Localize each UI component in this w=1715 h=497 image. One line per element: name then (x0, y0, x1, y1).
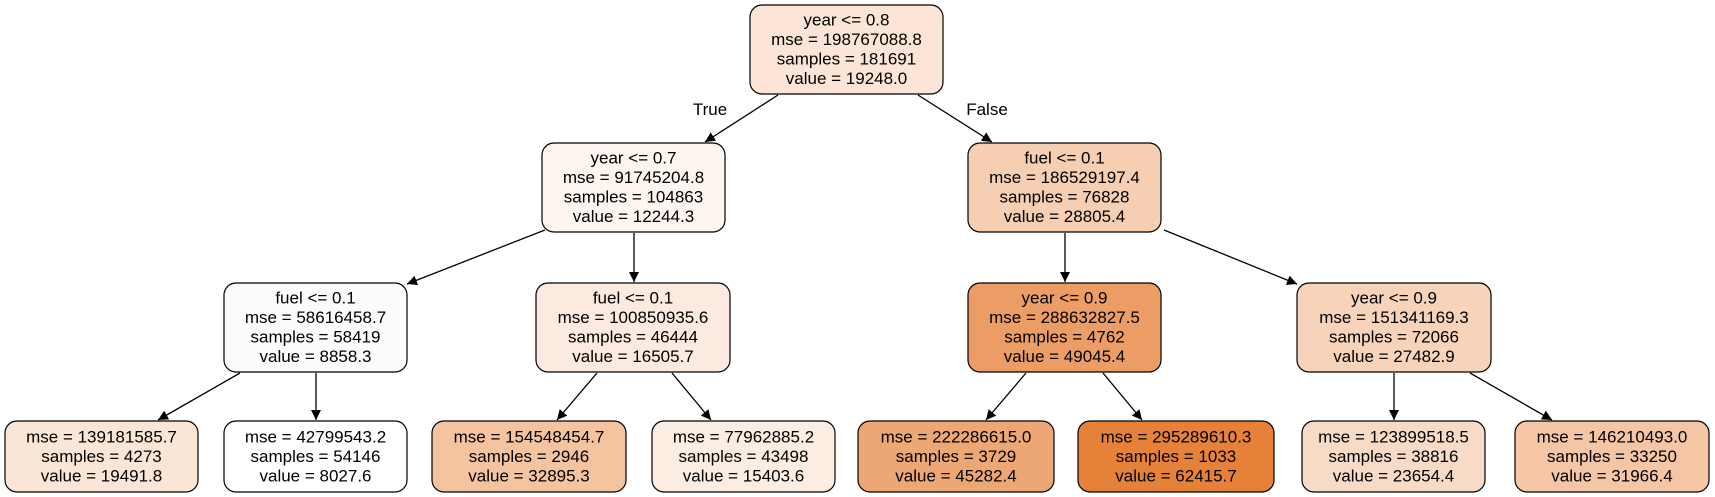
node-line: value = 27482.9 (1333, 347, 1454, 366)
node-line: value = 12244.3 (573, 207, 694, 226)
edge-n0-n1 (704, 94, 779, 143)
node-line: value = 49045.4 (1004, 347, 1125, 366)
node-line: value = 19491.8 (41, 466, 162, 485)
node-line: samples = 43498 (679, 447, 809, 466)
node-box (223, 282, 408, 373)
node-line: mse = 123899518.5 (1318, 427, 1469, 446)
node-line: mse = 295289610.3 (1101, 427, 1252, 446)
node-line: value = 62415.7 (1115, 466, 1236, 485)
node-line: value = 31966.4 (1551, 466, 1672, 485)
node-line: samples = 181691 (777, 50, 916, 69)
node-line: samples = 54146 (251, 447, 381, 466)
node-line: mse = 42799543.2 (245, 427, 386, 446)
node-line: value = 8027.6 (259, 466, 371, 485)
node-box (1296, 282, 1492, 373)
node-line: mse = 146210493.0 (1537, 427, 1688, 446)
node-line: mse = 151341169.3 (1319, 308, 1469, 327)
node-line: mse = 139181585.7 (26, 427, 177, 446)
edge-n2-n6 (1163, 229, 1298, 285)
node-line: mse = 91745204.8 (563, 168, 704, 187)
node-line: samples = 33250 (1547, 447, 1677, 466)
node-line: samples = 38816 (1329, 447, 1459, 466)
node-box (535, 282, 731, 373)
node-line: year <= 0.9 (1351, 289, 1437, 308)
node-line: mse = 186529197.4 (989, 168, 1140, 187)
node-line: samples = 72066 (1329, 328, 1459, 347)
node-box (223, 420, 408, 493)
node-line: value = 32895.3 (468, 466, 589, 485)
node-line: mse = 288632827.5 (989, 308, 1140, 327)
node-line: samples = 76828 (1000, 188, 1130, 207)
node-line: year <= 0.8 (803, 11, 889, 30)
edge-n6-n14 (1469, 372, 1553, 421)
node-line: samples = 1033 (1116, 447, 1237, 466)
node-line: mse = 100850935.6 (558, 308, 709, 327)
node-line: value = 45282.4 (895, 466, 1016, 485)
node-line: mse = 58616458.7 (245, 308, 386, 327)
node-box (1301, 420, 1486, 493)
node-line: samples = 104863 (564, 188, 703, 207)
node-line: samples = 3729 (896, 447, 1017, 466)
edges-layer: True False (157, 94, 1553, 421)
node-line: year <= 0.9 (1021, 289, 1107, 308)
node-box (1514, 420, 1710, 493)
node-box (1077, 420, 1275, 493)
edge-n4-n9 (556, 372, 598, 421)
node-line: value = 16505.7 (572, 347, 693, 366)
edge-n4-n10 (671, 372, 712, 421)
node-line: mse = 198767088.8 (771, 30, 922, 49)
node-line: fuel <= 0.1 (275, 289, 355, 308)
node-line: samples = 4273 (41, 447, 162, 466)
node-line: value = 28805.4 (1004, 207, 1125, 226)
edge-n5-n11 (985, 372, 1027, 421)
node-box (651, 420, 836, 493)
node-box (749, 4, 944, 95)
node-line: samples = 4762 (1004, 328, 1125, 347)
node-box (967, 282, 1162, 373)
node-box (541, 142, 726, 233)
edge-label-false: False (966, 100, 1008, 119)
node-box (967, 142, 1162, 233)
node-line: value = 8858.3 (259, 347, 371, 366)
node-line: value = 23654.4 (1333, 466, 1454, 485)
node-line: value = 19248.0 (786, 69, 907, 88)
node-line: value = 15403.6 (683, 466, 804, 485)
node-line: mse = 154548454.7 (454, 427, 605, 446)
node-line: mse = 222286615.0 (881, 427, 1032, 446)
node-box (857, 420, 1055, 493)
node-line: mse = 77962885.2 (673, 427, 814, 446)
node-line: year <= 0.7 (590, 149, 676, 168)
node-line: samples = 58419 (251, 328, 381, 347)
edge-n3-n7 (157, 372, 241, 421)
node-box (4, 420, 199, 493)
node-line: fuel <= 0.1 (1024, 149, 1104, 168)
edge-n5-n12 (1102, 372, 1143, 421)
node-line: samples = 46444 (568, 328, 698, 347)
node-line: fuel <= 0.1 (593, 289, 673, 308)
edge-n1-n3 (406, 229, 546, 286)
edge-n0-n2 (917, 94, 993, 143)
node-box (431, 420, 627, 493)
edge-label-true: True (693, 100, 727, 119)
node-line: samples = 2946 (469, 447, 590, 466)
